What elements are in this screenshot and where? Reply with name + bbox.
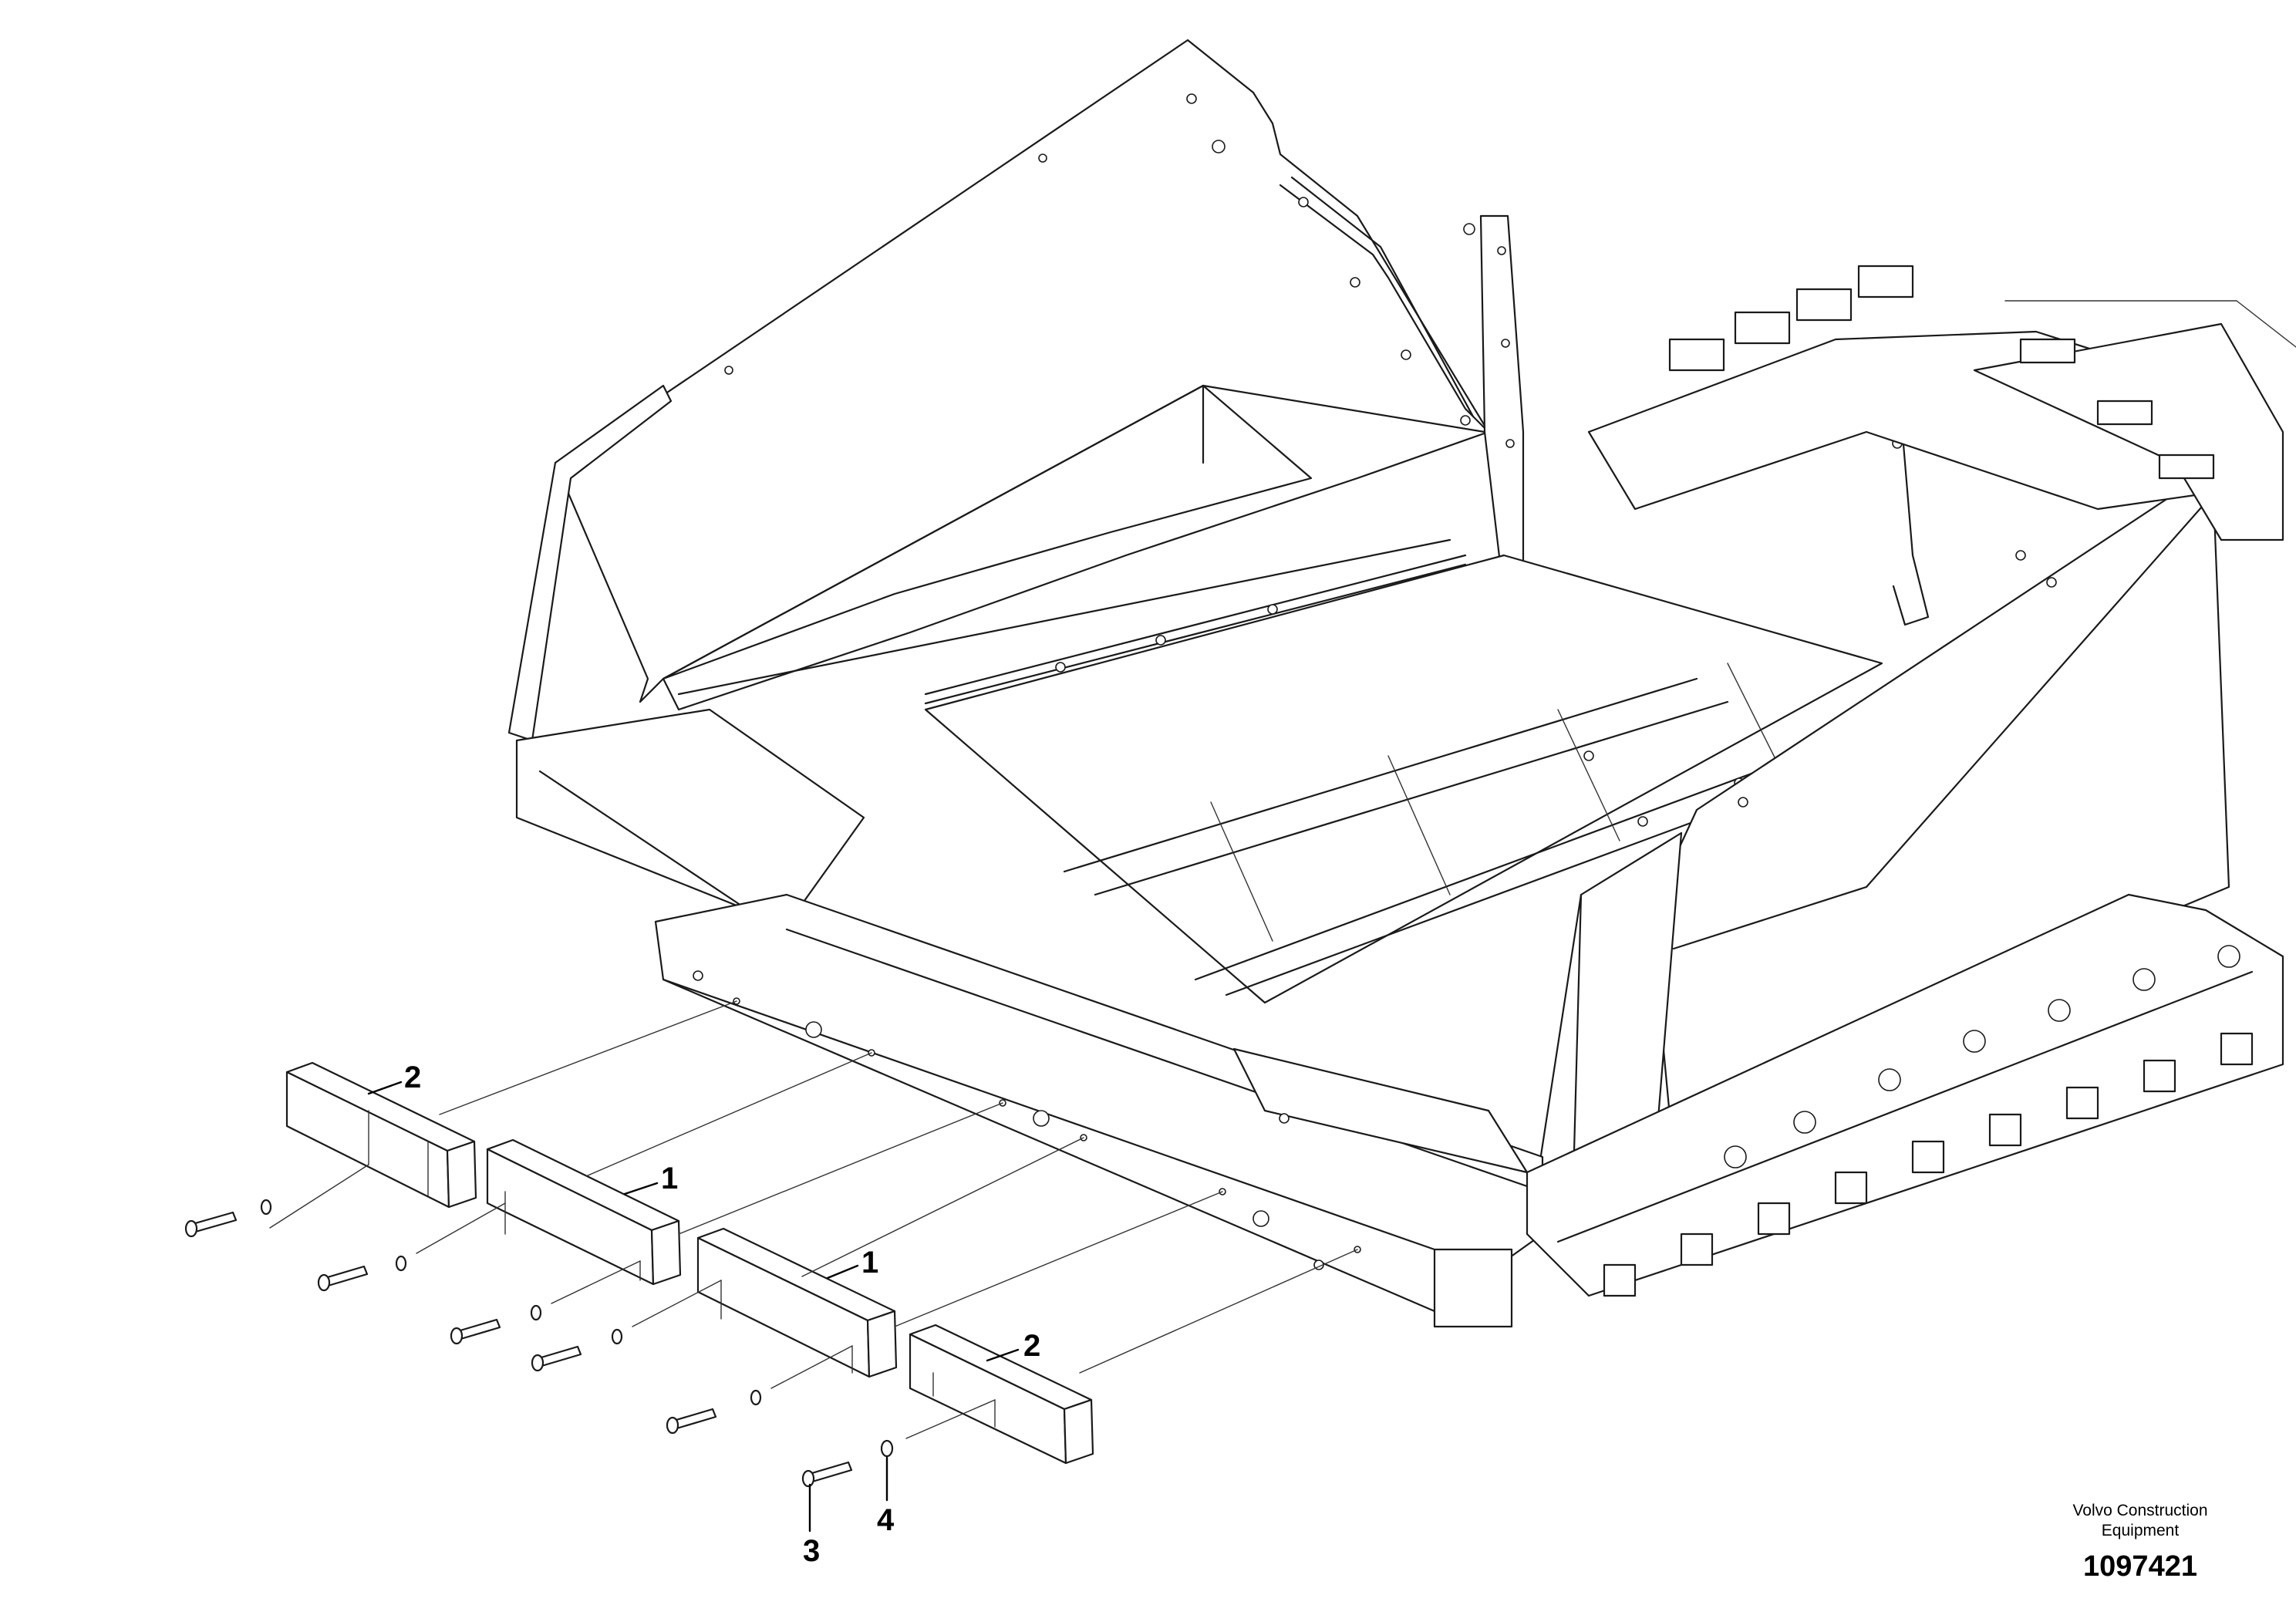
bolt-2	[317, 1202, 506, 1292]
left-hopper-wing	[507, 39, 1490, 742]
callout-2-left: 2	[404, 1061, 421, 1094]
callout-2-right: 2	[1023, 1329, 1040, 1363]
wear-block-right-inner	[696, 1227, 898, 1378]
callout-4: 4	[877, 1503, 895, 1537]
callouts: 2 1 1 2 3 4	[367, 1061, 1040, 1568]
conveyor-deck	[924, 554, 1883, 1004]
wear-block-left-inner	[486, 1138, 682, 1286]
rear-platform	[1587, 265, 2296, 541]
drawing-number: 1097421	[2083, 1550, 2197, 1583]
crawler-track	[1526, 893, 2284, 1297]
wear-block-right-outer	[909, 1324, 1094, 1465]
center-upright-post	[1463, 214, 1525, 565]
wear-blocks	[285, 1061, 1094, 1465]
bolt-6	[801, 1399, 996, 1488]
brand-line-2: Equipment	[2102, 1522, 2180, 1539]
brand-line-1: Volvo Construction	[2072, 1502, 2207, 1519]
assembly-lines	[439, 1000, 1358, 1374]
bolt-5	[666, 1345, 853, 1435]
callout-1-right: 1	[861, 1246, 878, 1280]
bolt-1	[184, 1164, 369, 1238]
bolt-3	[450, 1260, 641, 1345]
wear-block-left-outer	[285, 1061, 477, 1209]
callout-3: 3	[803, 1534, 820, 1568]
bolts-and-washers	[184, 1164, 996, 1488]
front-push-beam	[515, 708, 1544, 1328]
paver-hopper-assembly	[507, 39, 2296, 1328]
title-block: Volvo Construction Equipment 1097421	[2072, 1502, 2207, 1583]
bolt-4	[531, 1280, 722, 1372]
callout-1-left: 1	[661, 1162, 678, 1195]
